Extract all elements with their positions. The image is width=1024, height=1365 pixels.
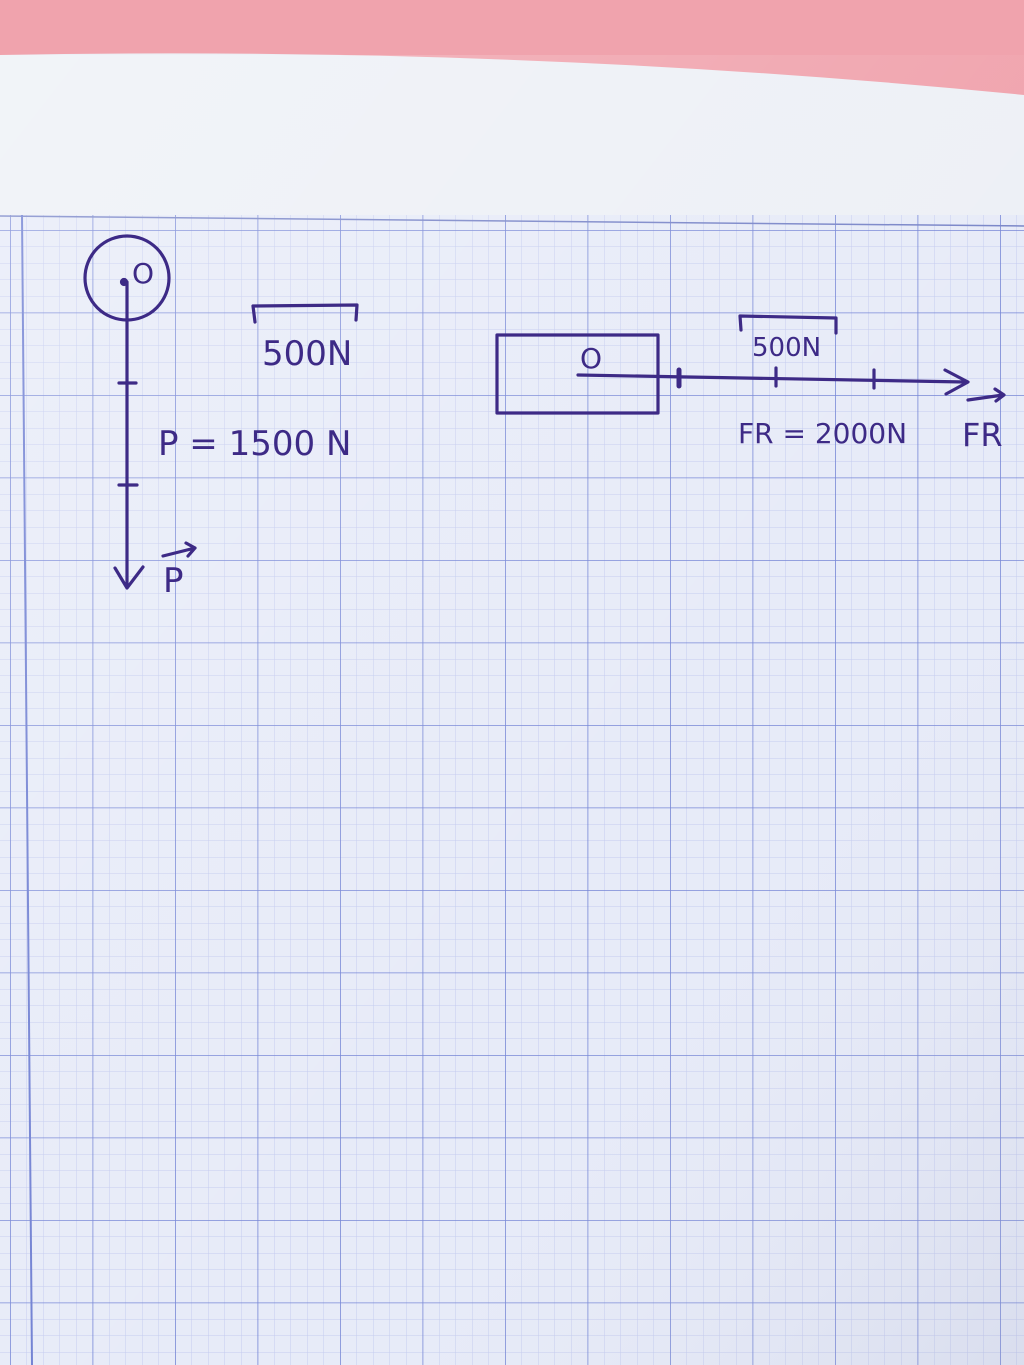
- resultant-vector-line: [576, 373, 967, 384]
- left-vector-label: P: [163, 561, 184, 601]
- resultant-vector-arrowhead: [943, 368, 970, 396]
- weight-force-diagram: [83, 234, 359, 590]
- right-origin-label: O: [580, 342, 602, 375]
- right-magnitude-label: FR = 2000N: [738, 417, 907, 450]
- right-scale-label: 500N: [752, 333, 821, 363]
- paper-lighting: [0, 55, 1024, 1365]
- left-magnitude-label: P = 1500 N: [158, 424, 351, 464]
- left-origin-label: O: [132, 257, 154, 290]
- block-body: [495, 333, 660, 415]
- resultant-scale-bracket: [738, 314, 838, 335]
- resultant-vector-label-arrow: [966, 387, 1006, 403]
- resultant-force-diagram: [495, 314, 1006, 415]
- weight-scale-bracket: [251, 303, 359, 324]
- weight-vector-arrowhead: [113, 565, 145, 590]
- right-vector-label: FR: [962, 416, 1003, 454]
- weight-vector-label-arrow: [161, 541, 197, 558]
- left-scale-label: 500N: [262, 334, 352, 374]
